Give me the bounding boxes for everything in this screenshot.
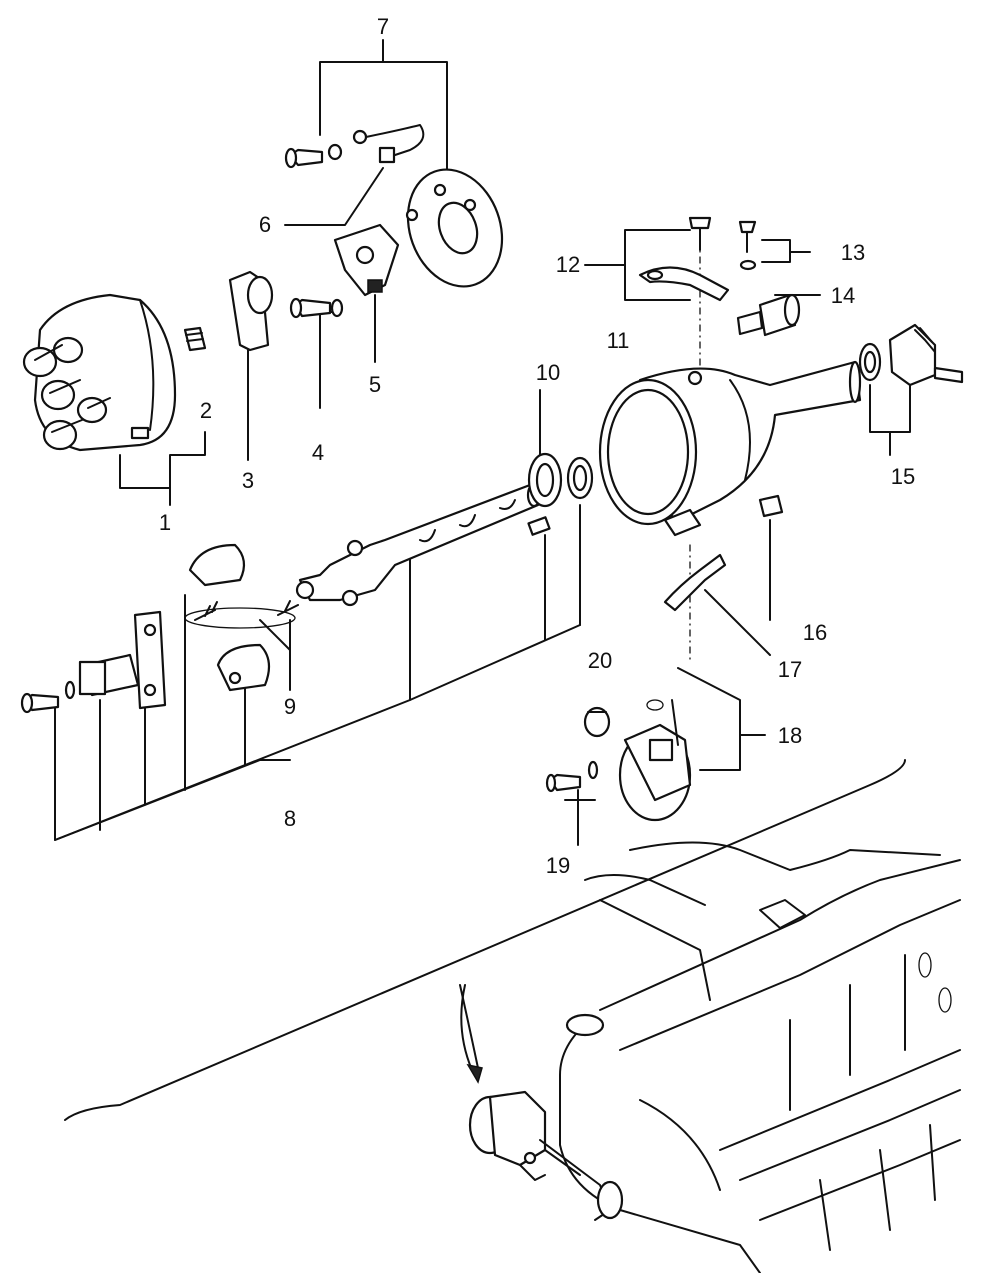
label-part-18: 18 — [778, 723, 802, 748]
vacuum-screw — [545, 760, 599, 793]
retainer-clip — [663, 553, 727, 612]
label-part-8: 8 — [284, 806, 296, 831]
label-part-11: 11 — [607, 328, 630, 353]
mount-nut — [758, 494, 784, 518]
distributor-cap — [22, 293, 177, 452]
octane-plug — [583, 706, 611, 738]
thrust-washers — [527, 452, 594, 508]
label-part-6: 6 — [259, 212, 271, 237]
vacuum-advance — [618, 699, 692, 822]
leader-lines — [54, 39, 911, 846]
rotation-arrow-icon — [459, 984, 483, 1084]
label-part-4: 4 — [312, 440, 324, 465]
part-labels: 1 2 3 4 5 6 7 8 9 10 11 12 13 14 15 16 1… — [159, 14, 915, 878]
label-part-12: 12 — [556, 252, 580, 277]
label-part-14: 14 — [831, 283, 855, 308]
carbon-brush — [183, 326, 207, 352]
breaker-screw — [289, 297, 344, 319]
label-part-19: 19 — [546, 853, 570, 878]
cam-spindle — [20, 610, 167, 714]
label-part-5: 5 — [369, 372, 381, 397]
condenser — [736, 293, 801, 337]
condenser-clamp — [638, 216, 730, 302]
label-part-3: 3 — [242, 468, 254, 493]
label-part-1: 1 — [159, 510, 171, 535]
view-separator — [64, 759, 906, 1121]
breaker-plate — [284, 124, 504, 288]
label-part-16: 16 — [803, 620, 827, 645]
distributor-housing — [598, 360, 862, 537]
label-part-20: 20 — [588, 648, 612, 673]
governor-weights — [184, 543, 299, 692]
label-part-10: 10 — [536, 360, 560, 385]
label-part-17: 17 — [778, 657, 802, 682]
installed-distributor — [468, 1090, 624, 1221]
label-part-15: 15 — [891, 464, 915, 489]
label-part-9: 9 — [284, 694, 296, 719]
rotor — [228, 270, 274, 352]
label-part-13: 13 — [841, 240, 865, 265]
drive-gear — [858, 323, 964, 387]
contact-breaker — [333, 223, 400, 297]
condenser-screw — [738, 220, 757, 271]
drive-shaft — [295, 482, 551, 607]
label-part-2: 2 — [200, 398, 212, 423]
label-part-7: 7 — [377, 14, 389, 39]
